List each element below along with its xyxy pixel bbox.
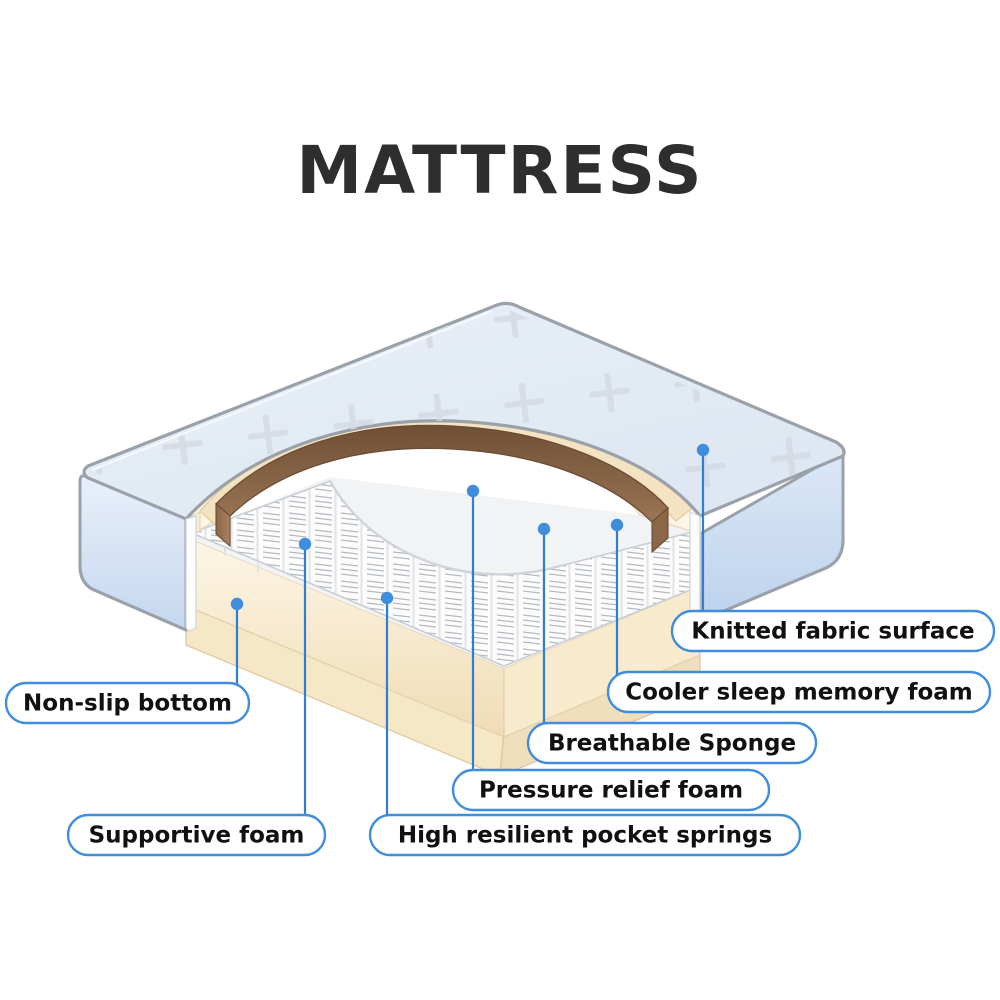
leader-dot bbox=[537, 522, 551, 536]
page-title: MATTRESS bbox=[296, 132, 704, 209]
callout-pill[interactable] bbox=[526, 721, 818, 765]
fabric-cut-edge-right bbox=[689, 511, 701, 625]
callout-pill[interactable] bbox=[606, 670, 992, 714]
callout-supportive-foam[interactable]: Supportive foam bbox=[66, 537, 327, 857]
pocket-springs-region bbox=[189, 480, 701, 667]
callout-pressure-relief-foam[interactable]: Pressure relief foam bbox=[451, 484, 771, 812]
callout-pill[interactable] bbox=[4, 681, 251, 725]
knitted-fabric-surface-layer bbox=[82, 301, 846, 521]
callout-high-resilient-pocket-springs[interactable]: High resilient pocket springs bbox=[368, 591, 802, 857]
callout-non-slip-bottom[interactable]: Non-slip bottom bbox=[4, 597, 251, 725]
callout-label: Breathable Sponge bbox=[548, 731, 796, 757]
leader-dot bbox=[466, 484, 480, 498]
callout-cooler-sleep-memory-foam[interactable]: Cooler sleep memory foam bbox=[606, 518, 992, 714]
leader-dot bbox=[230, 597, 244, 611]
top-edge-highlight bbox=[91, 310, 493, 471]
callout-label: Knitted fabric surface bbox=[691, 619, 974, 645]
leader-dot bbox=[298, 537, 312, 551]
side-panel-left-bottom-edge bbox=[78, 564, 188, 632]
callout-label: Non-slip bottom bbox=[23, 691, 232, 717]
mattress-body bbox=[78, 301, 846, 778]
callout-label: Supportive foam bbox=[89, 823, 305, 849]
memory-foam-cut-face-left bbox=[215, 502, 231, 548]
leader-dot bbox=[380, 591, 394, 605]
callout-pill[interactable] bbox=[66, 813, 327, 857]
callout-label: High resilient pocket springs bbox=[398, 823, 772, 849]
fabric-cut-edge-left bbox=[185, 515, 197, 633]
callout-pill[interactable] bbox=[368, 813, 802, 857]
leader-dot bbox=[696, 443, 710, 457]
callout-pill[interactable] bbox=[670, 609, 996, 653]
callout-label: Cooler sleep memory foam bbox=[625, 680, 973, 706]
leader-dot bbox=[610, 518, 624, 532]
callout-knitted-fabric-surface[interactable]: Knitted fabric surface bbox=[670, 443, 996, 653]
memory-foam-cut-face-right bbox=[651, 506, 669, 554]
callout-breathable-sponge[interactable]: Breathable Sponge bbox=[526, 522, 818, 765]
callout-label: Pressure relief foam bbox=[479, 778, 743, 804]
callout-pill[interactable] bbox=[451, 768, 771, 812]
side-panel-right-bottom-edge bbox=[698, 538, 845, 623]
